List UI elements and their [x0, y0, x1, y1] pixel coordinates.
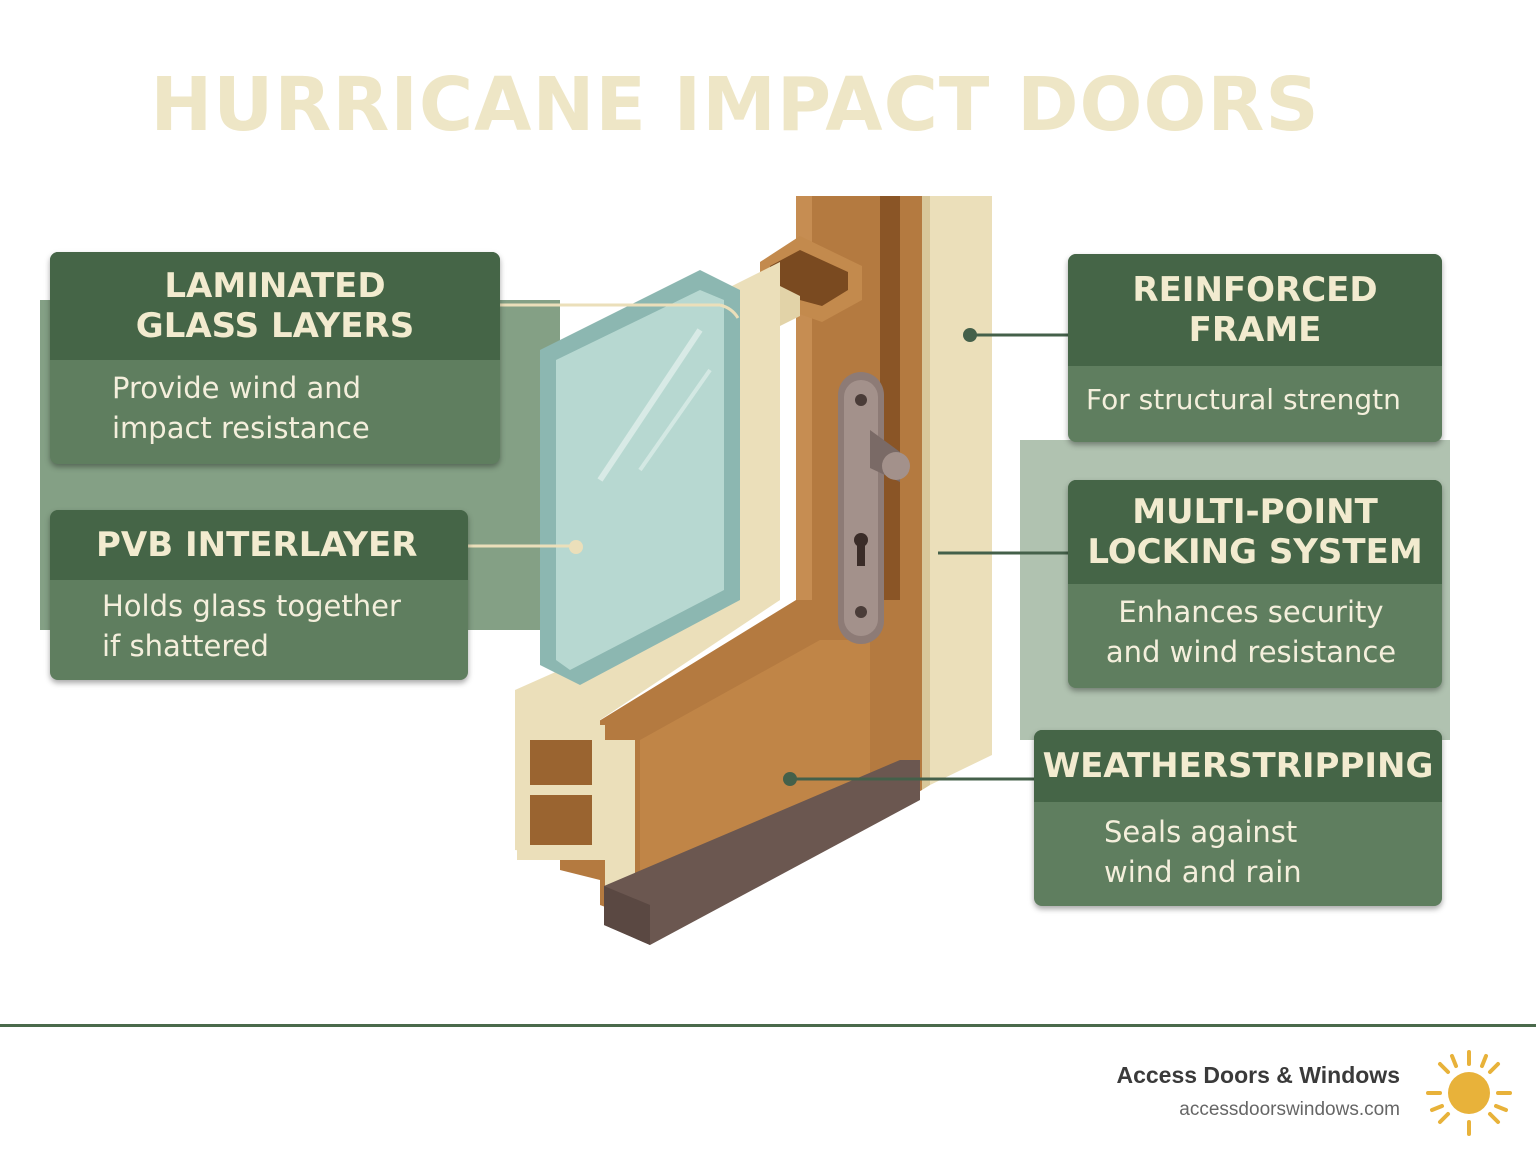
reinforced-frame-heading: REINFORCED FRAME	[1068, 254, 1442, 366]
pvb-interlayer-description: Holds glass together if shattered	[102, 589, 401, 663]
laminated-glass-card: LAMINATED GLASS LAYERS Provide wind and …	[50, 252, 500, 464]
pvb-interlayer-card: PVB INTERLAYER Holds glass together if s…	[50, 510, 468, 680]
locking-system-heading: MULTI-POINT LOCKING SYSTEM	[1068, 480, 1442, 584]
footer-divider	[0, 1024, 1536, 1027]
reinforced-frame-description: For structural strengtn	[1086, 383, 1401, 416]
locking-system-card: MULTI-POINT LOCKING SYSTEM Enhances secu…	[1068, 480, 1442, 688]
brand-block: Access Doors & Windows accessdoorswindow…	[1116, 1062, 1400, 1121]
sun-logo-icon	[1426, 1050, 1512, 1136]
laminated-glass-description: Provide wind and impact resistance	[112, 371, 370, 445]
page-title: HURRICANE IMPACT DOORS	[150, 62, 1320, 148]
locking-system-description: Enhances security and wind resistance	[1105, 595, 1397, 669]
weatherstripping-heading: WEATHERSTRIPPING	[1034, 730, 1442, 802]
reinforced-frame-card: REINFORCED FRAME For structural strengtn	[1068, 254, 1442, 442]
weatherstripping-card: WEATHERSTRIPPING Seals against wind and …	[1034, 730, 1442, 906]
weatherstripping-description: Seals against wind and rain	[1104, 815, 1302, 889]
brand-url: accessdoorswindows.com	[1179, 1099, 1400, 1120]
laminated-glass-heading: LAMINATED GLASS LAYERS	[50, 252, 500, 360]
pvb-interlayer-heading: PVB INTERLAYER	[50, 510, 468, 580]
brand-name: Access Doors & Windows	[1116, 1062, 1400, 1088]
